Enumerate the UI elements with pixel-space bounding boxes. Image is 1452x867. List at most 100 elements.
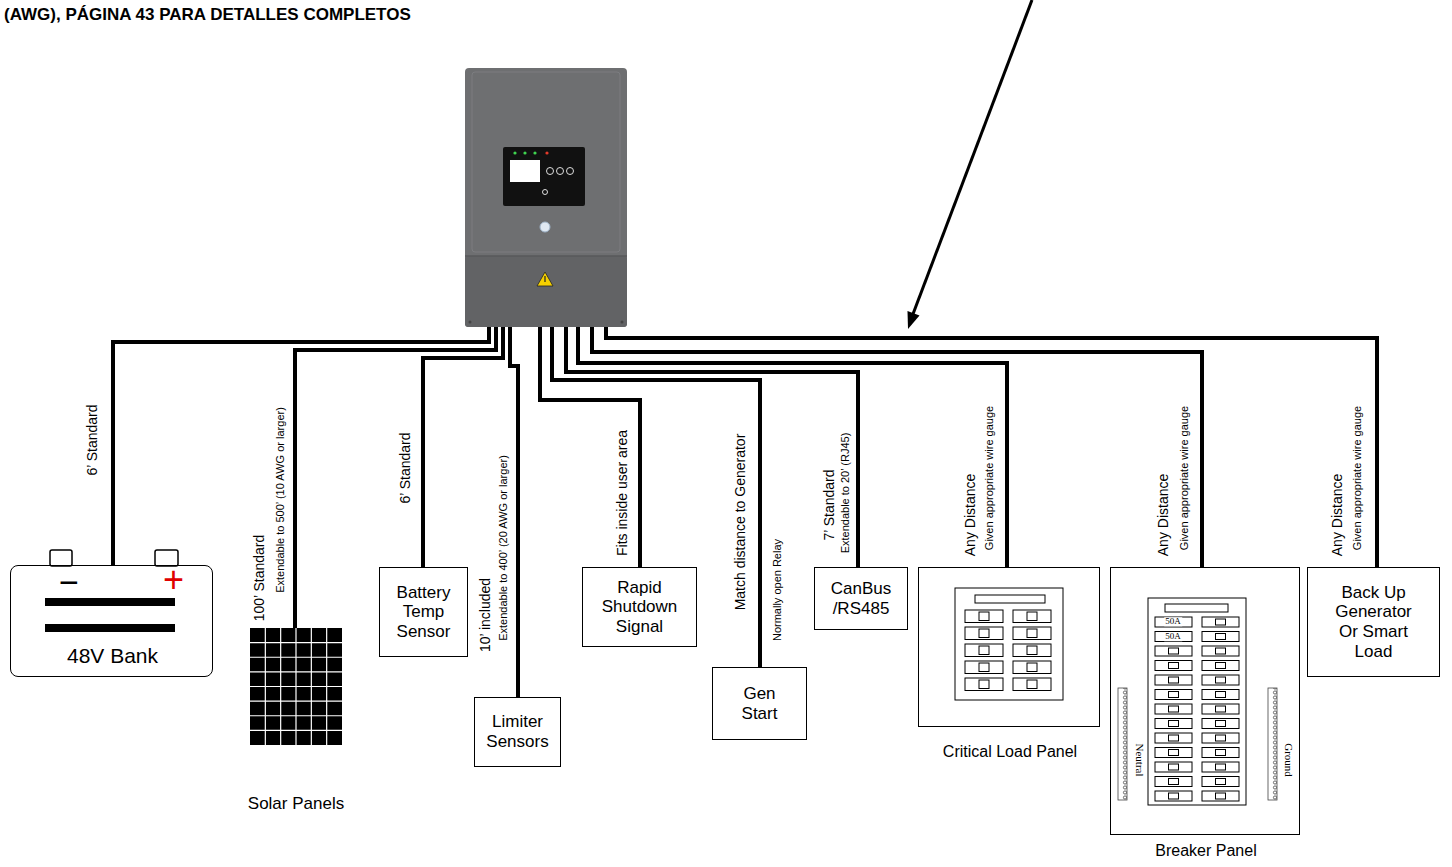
cable-note: Extendable to 400’ (20 AWG or larger) [498, 455, 510, 641]
breaker-toggle [1216, 663, 1226, 669]
inverter-lower-cover [465, 256, 627, 327]
breaker [1202, 791, 1239, 801]
breaker [1202, 733, 1239, 743]
breaker [1202, 762, 1239, 772]
cable [510, 327, 518, 697]
breaker [1202, 646, 1239, 656]
cable-length: 6’ Standard [85, 404, 100, 475]
breaker [1202, 719, 1239, 729]
breaker-toggle [1027, 680, 1037, 689]
screw [469, 321, 472, 324]
cell-line [250, 730, 342, 731]
cell-line [250, 701, 342, 702]
warning-triangle [537, 272, 553, 286]
status-led [513, 151, 516, 154]
node-label: Breaker Panel [1111, 842, 1301, 860]
battery-illustration [45, 550, 178, 632]
solar-panel [250, 628, 342, 745]
breaker-toggle [1216, 764, 1226, 770]
breaker [965, 644, 1003, 657]
screw [621, 321, 624, 324]
breaker [965, 678, 1003, 691]
breaker [1155, 675, 1192, 685]
breaker-toggle [1216, 750, 1226, 756]
panel-outline [955, 588, 1063, 700]
cable-note: Normally open Relay [772, 539, 784, 641]
breaker [1155, 661, 1192, 671]
breaker [1202, 661, 1239, 671]
load-panel: Critical Load Panel [918, 567, 1100, 727]
sensor-box: Battery Temp Sensor [379, 567, 468, 657]
breaker [965, 627, 1003, 640]
breaker [1013, 610, 1051, 623]
breaker-rating: 50A [1164, 632, 1182, 641]
cable-length: Fits inside user area [615, 430, 630, 556]
neutral-bar [1118, 688, 1127, 800]
cable-length: Any Distance [963, 474, 978, 556]
warning-mark [544, 276, 545, 282]
cable-note: Extendable to 20’ (RJ45) [840, 433, 852, 554]
control-button [557, 168, 564, 175]
cable-length: Any Distance [1330, 474, 1345, 556]
breaker-toggle [1169, 648, 1179, 654]
breaker [1155, 791, 1192, 801]
status-led [545, 151, 548, 154]
breaker-toggle [1216, 779, 1226, 785]
panel-main [1165, 604, 1228, 612]
load-panel-sketch [955, 588, 1063, 700]
breaker-toggle [1216, 634, 1226, 640]
arrow-head [908, 311, 920, 329]
breaker-toggle [1169, 706, 1179, 712]
cable-length: 10’ included [478, 578, 493, 652]
node-label: Limiter Sensors [480, 712, 555, 751]
cable-note: Given appropriate wire gauge [1352, 406, 1364, 550]
bus-bar-label: Ground [1282, 743, 1294, 777]
breaker [1202, 675, 1239, 685]
cable [295, 327, 496, 628]
breaker-toggle [1169, 735, 1179, 741]
cell-line [250, 686, 342, 687]
breaker-toggle [1216, 648, 1226, 654]
front-frame [472, 72, 620, 252]
cable [113, 327, 489, 565]
solar-panel-illustration [250, 628, 342, 745]
control-button [567, 168, 574, 175]
generator-box: Back Up Generator Or Smart Load [1307, 567, 1440, 677]
inverter-housing [465, 68, 627, 327]
breaker-toggle [1027, 629, 1037, 638]
cell-line [250, 657, 342, 658]
breaker [1202, 748, 1239, 758]
cover-seam [465, 255, 627, 257]
cable [606, 327, 1377, 567]
breaker [1155, 719, 1192, 729]
battery-bank: −+48V Bank [10, 565, 213, 677]
cable-length: Match distance to Generator [733, 434, 748, 611]
cable-length: 7’ Standard [822, 469, 837, 540]
cable-length: Any Distance [1156, 474, 1171, 556]
breaker [1202, 617, 1239, 627]
sensor-box: Limiter Sensors [474, 697, 561, 767]
node-label: Solar Panels [238, 795, 354, 814]
breaker [1155, 704, 1192, 714]
breaker-toggle [1169, 663, 1179, 669]
ground-bar [1268, 688, 1277, 800]
cell-line [250, 715, 342, 716]
breaker [1202, 690, 1239, 700]
cable-length: 6’ Standard [398, 432, 413, 503]
breaker [1155, 617, 1192, 627]
breaker [1013, 644, 1051, 657]
terminal-sign: + [163, 560, 184, 600]
breaker [1155, 777, 1192, 787]
breaker [1155, 646, 1192, 656]
breaker-toggle [1169, 750, 1179, 756]
leader-line [913, 0, 1032, 314]
breaker [965, 610, 1003, 623]
breaker-toggle [979, 646, 989, 655]
solar-panel: Solar Panels [238, 625, 354, 820]
breaker-toggle [979, 629, 989, 638]
cable [423, 327, 503, 567]
control-button [543, 190, 548, 195]
cable [592, 327, 1202, 567]
